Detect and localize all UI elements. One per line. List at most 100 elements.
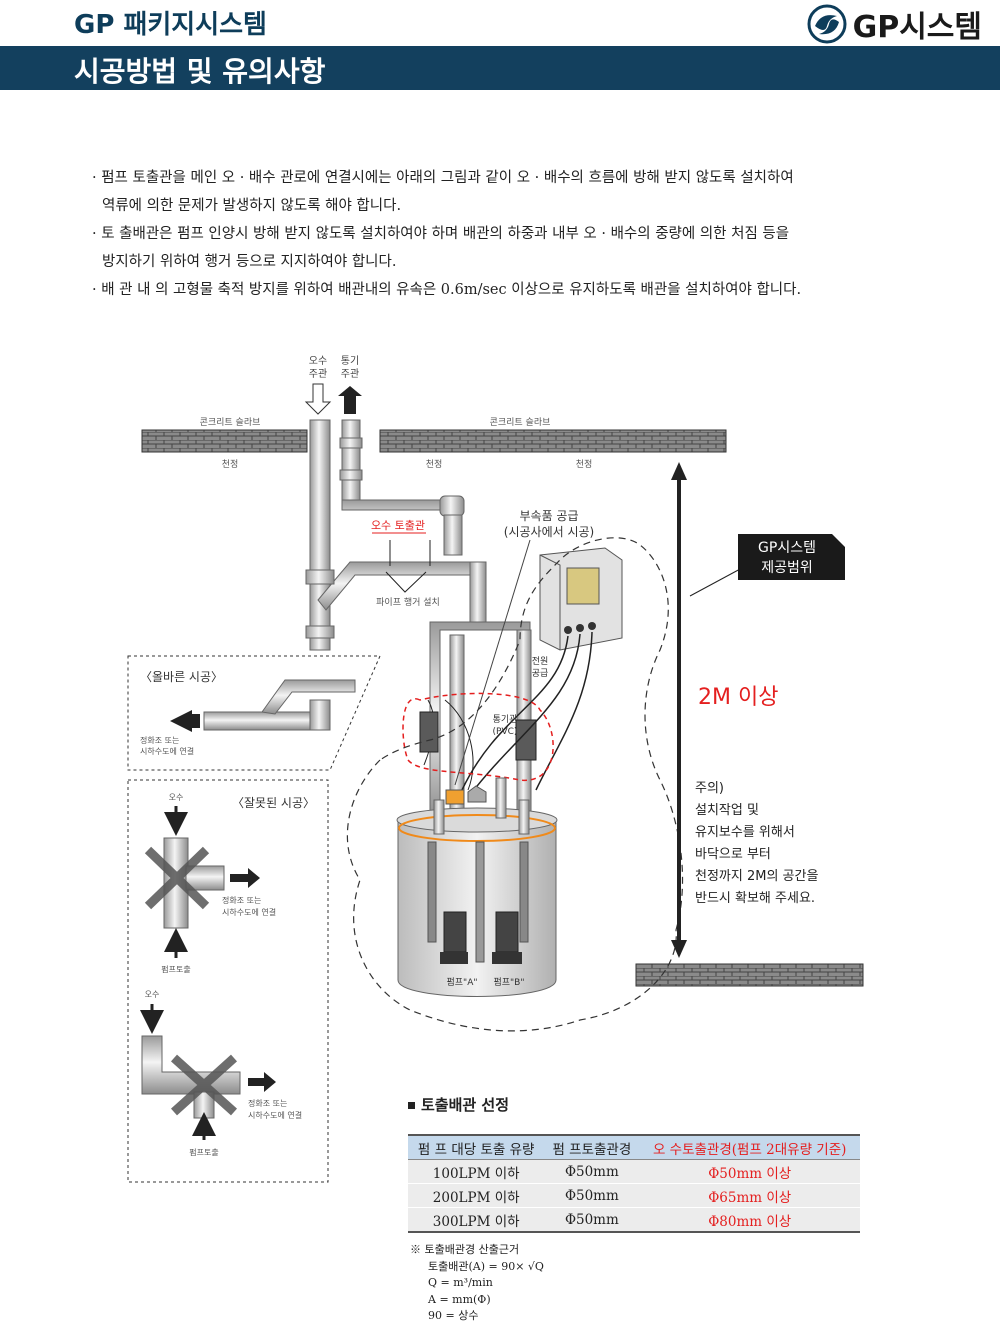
col-header: 오 수토출관경(펌프 2대유량 기준) [639,1134,860,1160]
cable-gland [445,789,465,805]
correct-install-box [127,655,381,771]
to-septic-label: 시하수도에 연결 [222,907,276,917]
caution-line: 유지보수를 위해서 [695,825,795,840]
caution-line: 설치작업 및 [695,803,759,818]
callout-leader [689,567,743,597]
to-septic-label: 정화조 또는 [222,895,261,905]
pump-base [440,952,468,964]
vent-pipe-label: 통기관 [493,714,518,725]
vent-main-label: 주관 [341,368,359,380]
slab-label-right: 콘크리트 슬라브 [490,417,551,428]
correct-elbow [309,699,331,731]
power-cables [461,631,593,796]
panel-display [566,567,600,605]
inlet-fitting [467,785,487,803]
table-cell: 200LPM 이하 [408,1183,545,1208]
vent-main-label: 통기 [341,355,359,367]
bullet-square-icon [408,1102,415,1109]
tank-riser [433,799,445,835]
sewage-main-label: 주관 [309,368,327,380]
pump-b-label: 펌프"B" [493,976,524,988]
arrow-up-icon [671,462,687,480]
sewage-main-label: 오수 [309,355,327,367]
pump-a-label: 펌프"A" [447,976,478,988]
installation-notes: · 펌프 토출관을 메인 오 · 배수 관로에 연결시에는 아래의 그림과 같이… [92,166,912,306]
table-cell: Φ50mm 이상 [639,1159,860,1184]
up-arrow-icon [338,386,362,414]
note-line: 방지하기 위하여 행거 등으로 지지하여야 합니다. [102,254,397,270]
left-arrow-icon [170,710,200,732]
down-arrow-icon [304,383,332,415]
sewage-main-pipe [309,419,331,651]
calc-line: 토출배관(A) = 90× √Q [428,1259,544,1273]
sewage-discharge-label: 오수 토출관 [371,519,425,532]
correct-branch-pipe [261,679,356,715]
pump-discharge-label: 펌프토출 [189,1147,218,1157]
check-valve [419,711,439,753]
vent-main-pipe [341,419,361,511]
product-title: GP 패키지시스템 [74,10,267,40]
accessory-scope-outline [402,692,554,781]
accessories-label: 부속품 공급 [519,509,578,523]
check-valve [515,719,537,761]
gp-scope-outline [346,537,684,1032]
calc-line: A = mm(Φ) [428,1292,491,1306]
caution-line: 바닥으로 부터 [695,847,771,862]
to-septic-label: 시하수도에 연결 [248,1110,302,1120]
panel-switch-icon [576,624,584,632]
floor-slab [635,963,864,987]
wrong-install-box [127,779,329,1183]
pipe-hanger-label: 파이프 행거 설치 [376,596,440,608]
caution-line: 천정까지 2M의 공간을 [695,869,818,884]
table-row: 200LPM 이하 Φ50mm Φ65mm 이상 [408,1183,860,1208]
sewage-drop-pipe [469,561,487,623]
panel-edge [539,554,561,650]
pipe-elbow [439,495,465,517]
table-cell: Φ50mm [544,1207,640,1233]
table-cell: Φ80mm 이상 [639,1207,860,1233]
power-supply-label: 전원 [532,656,549,667]
wrong-x-icon [144,846,210,910]
ceiling-label: 천정 [426,459,443,470]
gp-scope-label: GP시스템 [758,540,816,556]
right-arrow-icon [248,1072,276,1092]
table-cell: Φ50mm [544,1183,640,1208]
guide-rail [519,841,529,943]
table-cell: 300LPM 이하 [408,1207,545,1233]
right-arrow-icon [230,868,260,888]
panel-switch-icon [588,622,596,630]
pump-b [495,911,519,953]
table-title-text: 토출배관 선정 [421,1096,510,1114]
gp-scope-label: 제공범위 [761,560,813,576]
power-supply-label: 공급 [532,668,549,679]
tank-riser [495,777,507,819]
gp-scope-callout [738,534,845,580]
wrong-install-label: 〈잘못된 시공〉 [232,796,315,810]
col-header: 펌 프 대당 토출 유량 [408,1134,545,1160]
sewage-label: 오수 [169,793,184,802]
correct-install-label: 〈올바른 시공〉 [140,670,223,684]
caution-line: 주의) [695,781,724,796]
leader-line [454,539,531,786]
pipe-joint [339,437,363,449]
correct-main-pipe [203,711,325,731]
table-header-row: 펌 프 대당 토출 유량 펌 프토출관경 오 수토출관경(펌프 2대유량 기준) [408,1134,860,1160]
calc-line: Q = m³/min [428,1276,493,1289]
table-row: 100LPM 이하 Φ50mm Φ50mm 이상 [408,1159,860,1184]
sewage-label: 오수 [145,990,160,999]
vent-pipe-label: (PVC) [493,727,518,737]
ceiling-label: 천정 [576,459,593,470]
pipe-joint [339,469,363,481]
pipe-joint [305,625,335,639]
calc-line: 90 = 상수 [428,1309,479,1322]
tank-flange [398,814,556,842]
pump-base [492,952,522,964]
to-septic-label: 정화조 또는 [140,735,179,745]
wrong-x-icon [170,1054,238,1116]
table-title: 토출배관 선정 [408,1094,509,1115]
to-septic-label: 정화조 또는 [248,1098,287,1108]
panel-switch-icon [564,626,572,634]
ceiling-label: 천정 [222,459,239,470]
wrong-branch-pipe [185,865,225,891]
